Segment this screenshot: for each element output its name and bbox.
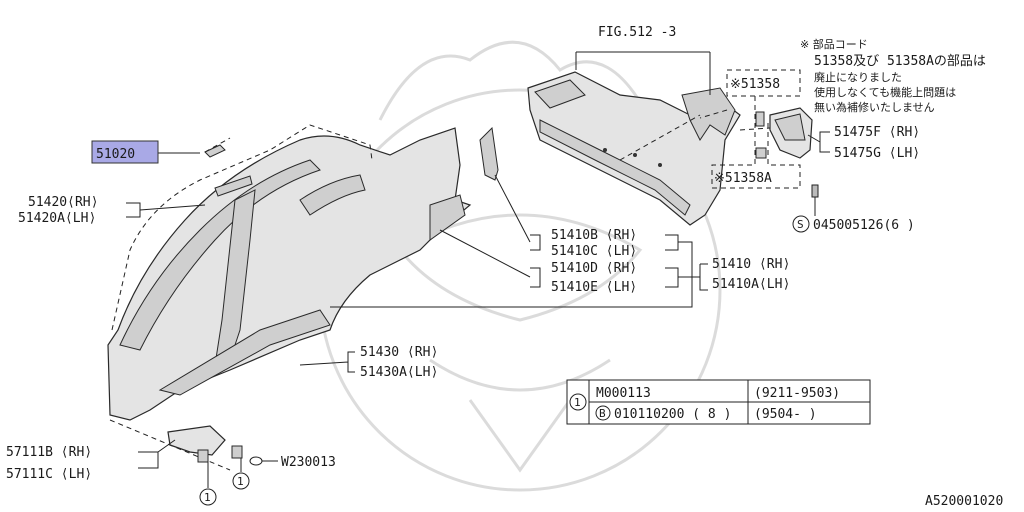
label-57111c-lh[interactable]: 57111C ⟨LH⟩ (6, 467, 92, 482)
quarter-panel-assembly (107, 126, 499, 421)
label-57111b-rh[interactable]: 57111B ⟨RH⟩ (6, 445, 92, 460)
label-51410c-lh[interactable]: 51410C ⟨LH⟩ (551, 244, 637, 259)
label-w230013[interactable]: W230013 (281, 455, 336, 470)
bracket-57111 (167, 425, 226, 456)
ref-1a-text: 1 (204, 491, 211, 504)
label-51020[interactable]: 51020 (96, 147, 135, 162)
note-line-5: 無い為補修いたしません (814, 100, 935, 114)
table-row-2-prefix: B (599, 407, 606, 420)
label-51420a-lh[interactable]: 51420A⟨LH⟩ (18, 211, 96, 226)
table-row-1-range: (9211-9503) (754, 386, 840, 401)
label-51410a-lh[interactable]: 51410A⟨LH⟩ (712, 277, 790, 292)
ref-circle-1a (199, 488, 217, 506)
bolt-s-circle (792, 215, 810, 233)
application-table: 1 M000113 (9211-9503) B 010110200 ( 8 ) … (566, 379, 871, 425)
table-row-2-part[interactable]: 010110200 ( 8 ) (614, 407, 731, 422)
table-row-1-part[interactable]: M000113 (596, 386, 651, 401)
bolt (811, 184, 819, 212)
label-51410b-rh[interactable]: 51410B ⟨RH⟩ (551, 228, 637, 243)
label-51430-rh[interactable]: 51430 ⟨RH⟩ (360, 345, 438, 360)
label-fig-512-3: FIG.512 -3 (598, 25, 676, 40)
label-bolt-code[interactable]: 045005126(6 ) (813, 218, 915, 233)
label-bolt-s: S (797, 218, 804, 231)
ref-1b-text: 1 (237, 475, 244, 488)
ref-circle-1b (232, 472, 250, 490)
label-51358[interactable]: ※51358 (730, 77, 780, 92)
clip-51358 (755, 111, 765, 127)
table-row-2-range: (9504- ) (754, 407, 817, 422)
note-line-3: 廃止になりました (814, 70, 902, 84)
note-line-2: 51358及び 51358Aの部品は (814, 54, 986, 69)
obsolete-note: ※ 部品コード 51358及び 51358Aの部品は 廃止になりました 使用しな… (800, 37, 986, 114)
drawing-id: A520001020 (925, 494, 1003, 509)
highlight-51020 (91, 140, 159, 164)
label-51410e-lh[interactable]: 51410E ⟨LH⟩ (551, 280, 637, 295)
label-51475f-rh[interactable]: 51475F ⟨RH⟩ (834, 125, 920, 140)
plate-51020 (204, 144, 226, 158)
leader-lines (126, 51, 830, 488)
table-ref: 1 (574, 396, 581, 409)
label-51358a[interactable]: ※51358A (714, 171, 772, 186)
label-51420-rh[interactable]: 51420⟨RH⟩ (28, 195, 98, 210)
note-line-1: ※ 部品コード (800, 37, 868, 51)
note-line-4: 使用しなくても機能上問題は (814, 85, 956, 99)
label-51430a-lh[interactable]: 51430A⟨LH⟩ (360, 365, 438, 380)
label-51410d-rh[interactable]: 51410D ⟨RH⟩ (551, 261, 637, 276)
label-51410-rh[interactable]: 51410 ⟨RH⟩ (712, 257, 790, 272)
clip-51358a (755, 147, 767, 159)
label-51475g-lh[interactable]: 51475G ⟨LH⟩ (834, 146, 920, 161)
